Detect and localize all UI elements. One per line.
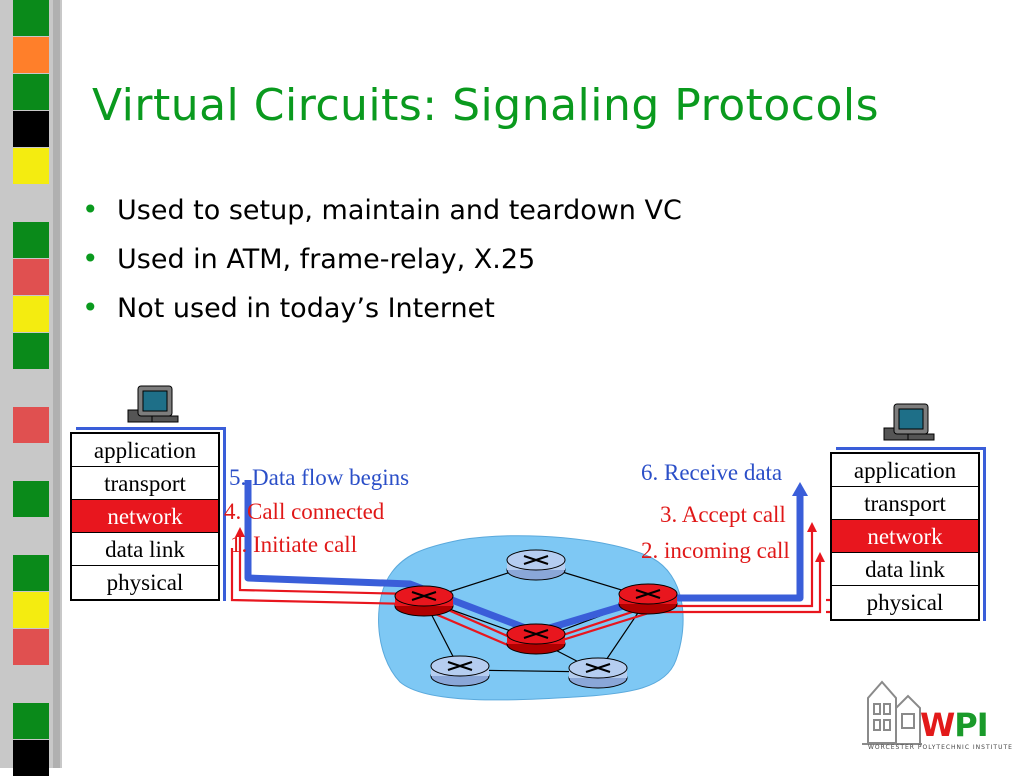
strip-square: [13, 333, 49, 369]
step-2-label: 2. incoming call: [641, 538, 790, 563]
strip-square: [13, 555, 49, 591]
stack-box: application transport network data link …: [70, 432, 220, 601]
strip-square: [13, 0, 49, 36]
strip-square: [13, 37, 49, 73]
wpi-logo-text: WPI: [920, 706, 989, 744]
slide-title: Virtual Circuits: Signaling Protocols: [92, 80, 880, 131]
router-icon: [430, 655, 490, 687]
wpi-logo-building-icon: [862, 680, 922, 745]
layer-network: network: [832, 520, 978, 553]
router-icon: [568, 657, 628, 689]
bullet-text: Not used in today’s Internet: [117, 293, 495, 324]
strip-square: [13, 296, 49, 332]
stack-shadow: [76, 427, 226, 601]
strip-square: [13, 407, 49, 443]
strip-square: [13, 703, 49, 739]
bullet-list: • Used to setup, maintain and teardown VC…: [82, 193, 682, 342]
step-3-label: 3. Accept call: [660, 502, 786, 527]
wpi-logo-subtitle: WORCESTER POLYTECHNIC INSTITUTE: [868, 744, 1013, 751]
active-router-icon: [618, 583, 678, 615]
decorative-side-strip: [0, 0, 62, 776]
stack-shadow: [836, 447, 986, 621]
active-router-icon: [506, 623, 566, 655]
left-protocol-stack: application transport network data link …: [70, 427, 226, 606]
layer-transport: transport: [832, 487, 978, 520]
bullet-text: Used to setup, maintain and teardown VC: [117, 195, 682, 226]
layer-data-link: data link: [832, 553, 978, 586]
layer-data-link: data link: [72, 533, 218, 566]
data-flow-arrowhead-icon: [792, 482, 808, 496]
host-computer-icon: [127, 385, 179, 423]
strip-square: [13, 185, 49, 221]
bullet-item: • Used to setup, maintain and teardown VC: [82, 193, 682, 244]
strip-square: [13, 111, 49, 147]
bullet-dot-icon: •: [82, 242, 99, 275]
strip-square: [13, 481, 49, 517]
bullet-dot-icon: •: [82, 291, 99, 324]
strip-square: [13, 592, 49, 628]
step-1-label: 1. Initiate call: [230, 532, 358, 557]
layer-application: application: [832, 454, 978, 487]
bullet-item: • Used in ATM, frame-relay, X.25: [82, 242, 682, 293]
strip-square: [13, 629, 49, 665]
bullet-item: • Not used in today’s Internet: [82, 291, 682, 342]
strip-square: [13, 518, 49, 554]
host-computer-icon: [883, 403, 935, 441]
active-router-icon: [394, 585, 454, 617]
router-icon: [506, 549, 566, 581]
layer-physical: physical: [866, 590, 944, 615]
strip-square: [13, 222, 49, 258]
bullet-text: Used in ATM, frame-relay, X.25: [117, 244, 536, 275]
strip-rail: [53, 0, 60, 768]
right-protocol-stack: application transport network data link …: [830, 447, 986, 626]
strip-square: [13, 148, 49, 184]
strip-square: [13, 444, 49, 480]
signal-arrowhead-icon: [807, 522, 817, 532]
strip-square: [13, 370, 49, 406]
layer-application: application: [72, 434, 218, 467]
strip-square: [13, 74, 49, 110]
layer-transport: transport: [72, 467, 218, 500]
layer-network: network: [72, 500, 218, 533]
bullet-dot-icon: •: [82, 193, 99, 226]
signal-arrowhead-icon: [235, 527, 245, 537]
layer-physical: physical: [106, 570, 184, 595]
stack-box: application transport network data link …: [830, 452, 980, 621]
signal-arrowhead-icon: [815, 552, 825, 562]
strip-square: [13, 259, 49, 295]
step-6-label: 6. Receive data: [641, 460, 783, 485]
step-5-label: 5. Data flow begins: [229, 465, 410, 490]
step-4-label: 4. Call connected: [224, 499, 385, 524]
strip-square: [13, 666, 49, 702]
